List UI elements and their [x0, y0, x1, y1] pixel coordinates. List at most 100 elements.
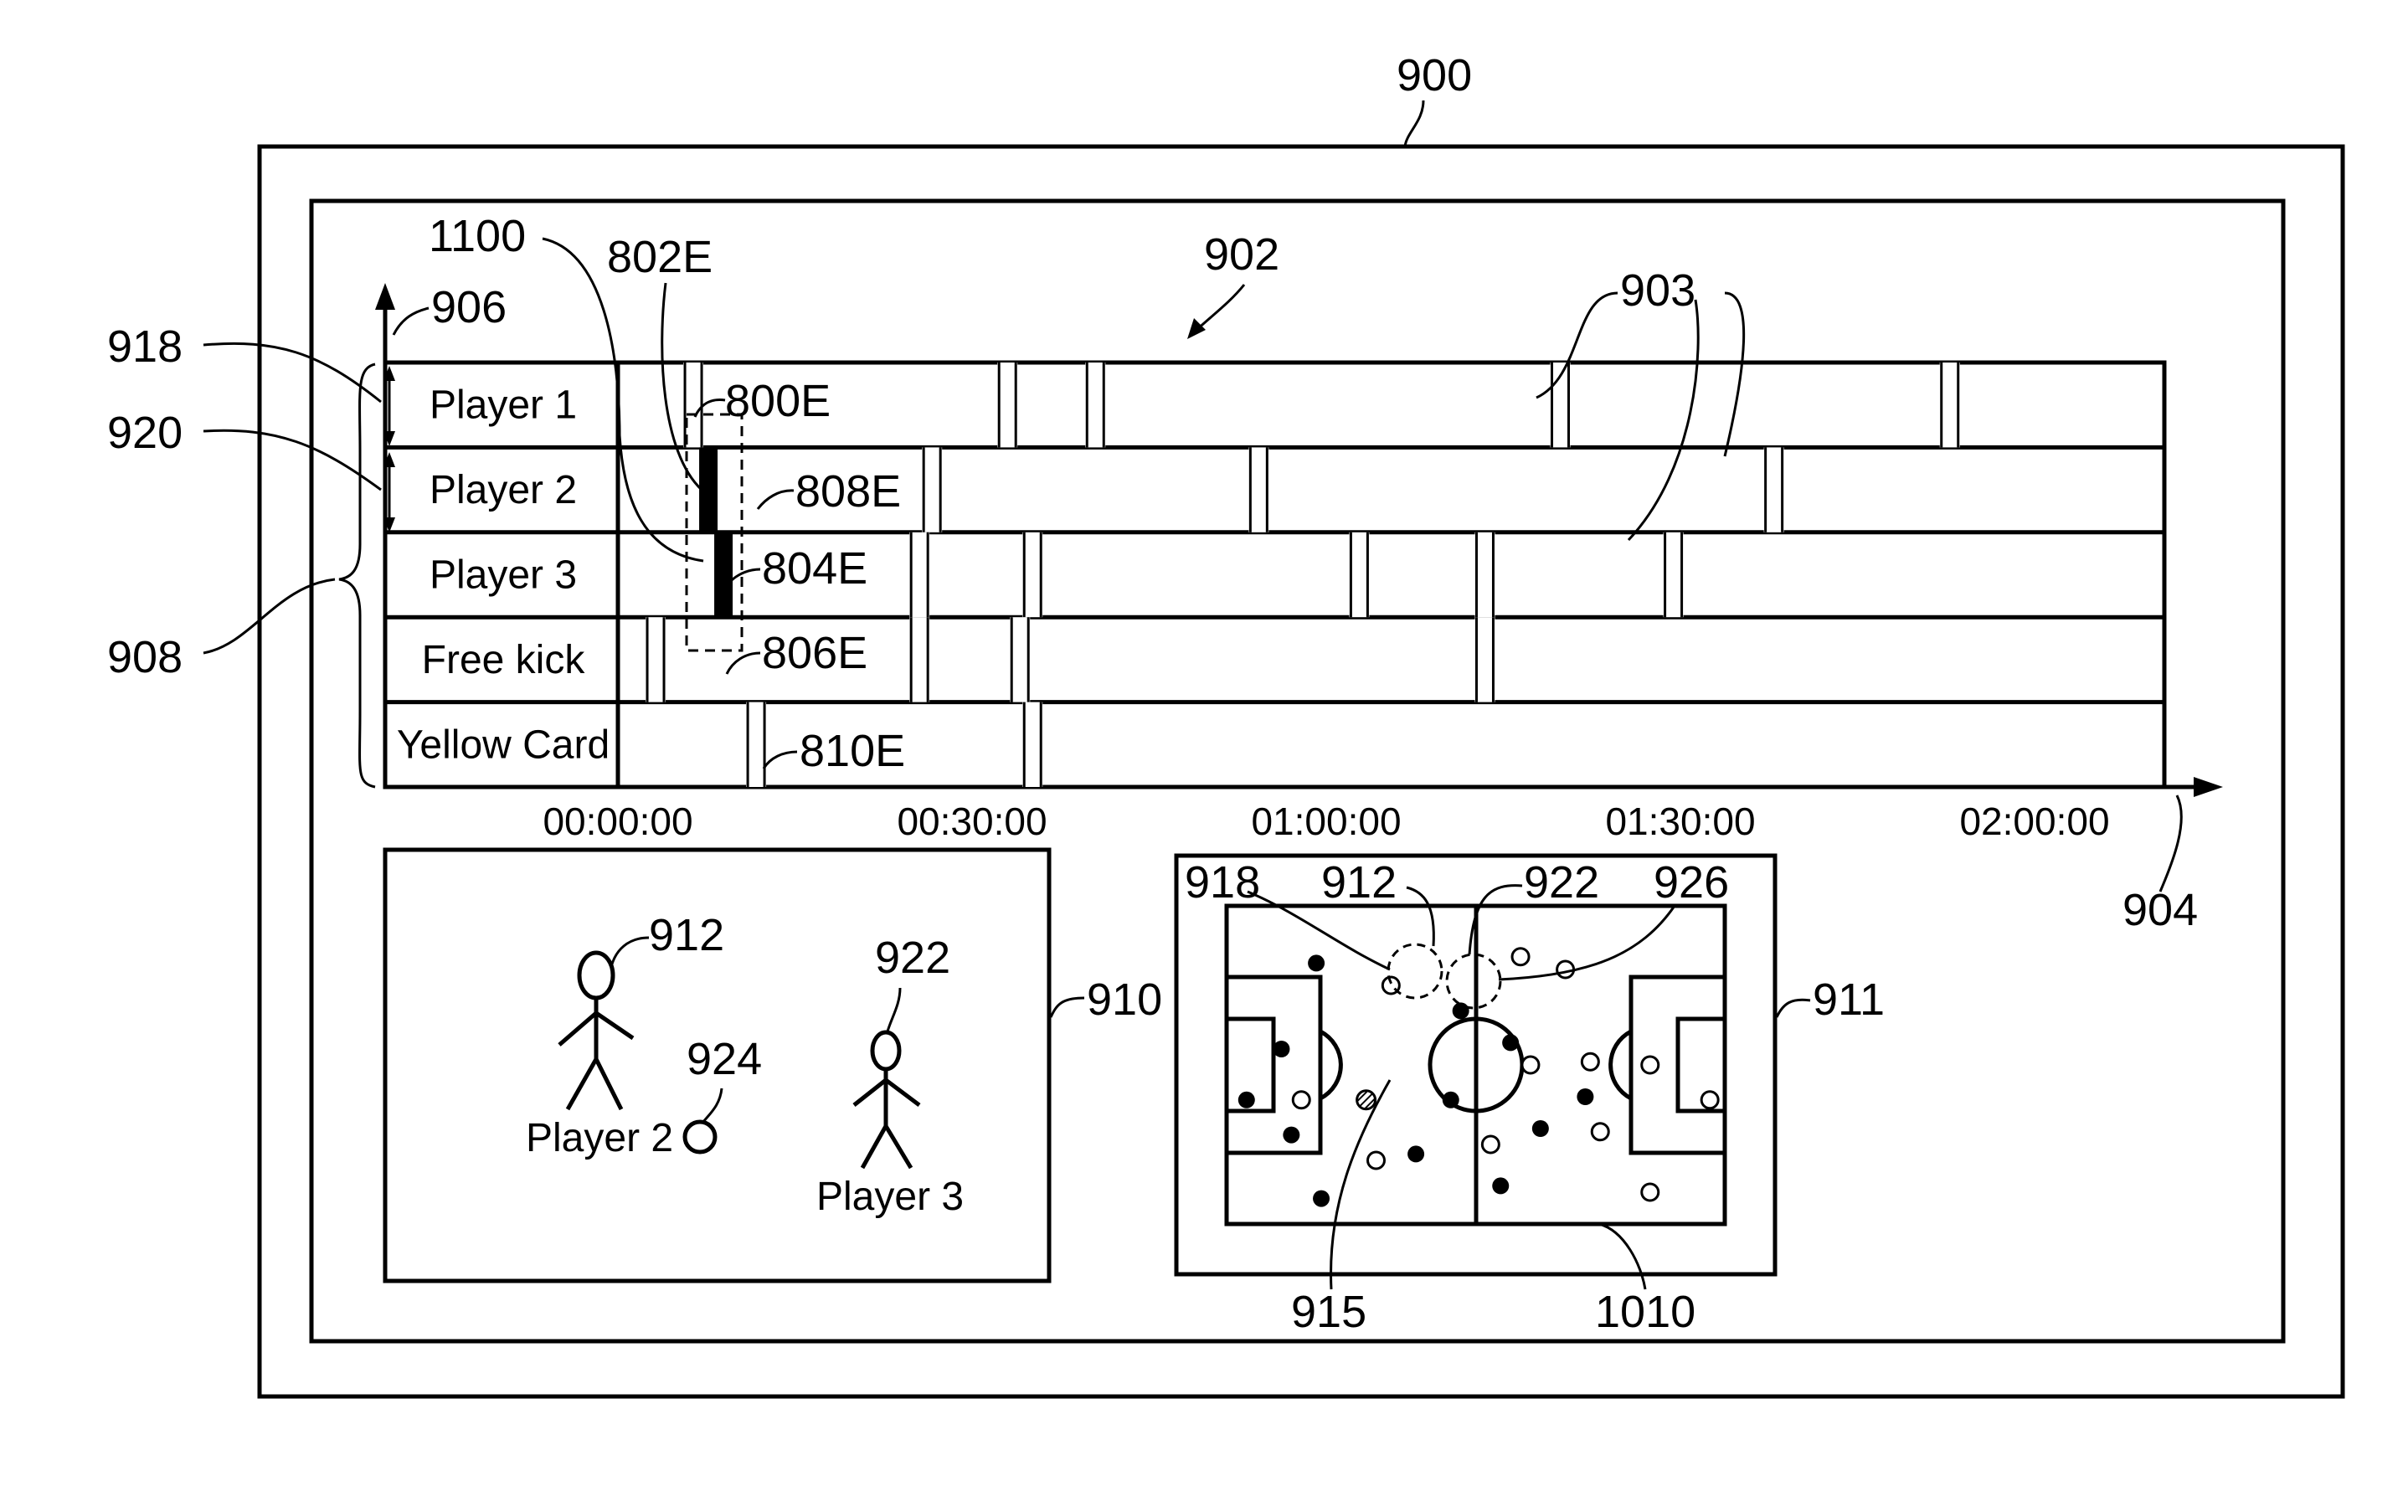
time-tick-label: 02:00:00 [1959, 800, 2109, 843]
leader-806E [727, 653, 760, 674]
leader-903-a [1536, 293, 1618, 398]
event-mark-gap [1940, 363, 1960, 447]
selected-event-mark [699, 447, 718, 532]
player-dot-open [1701, 1092, 1718, 1108]
event-mark-gap [1764, 447, 1784, 532]
display-frame-902 [311, 201, 2283, 1341]
leader-808E [758, 491, 794, 509]
pitch-left-arc [1320, 1031, 1340, 1098]
ref-804E: 804E [762, 543, 867, 594]
player-dot-filled [1283, 1127, 1299, 1144]
player-dot-open [1522, 1057, 1539, 1073]
horizontal-axis-arrowhead [2194, 777, 2223, 797]
ref-900: 900 [1397, 50, 1472, 100]
leader-918-row [203, 343, 381, 402]
leader-903-b [1628, 300, 1698, 540]
player-dot-open [1582, 1053, 1598, 1070]
event-mark-gap [1085, 363, 1105, 447]
player-dot-open [1592, 1124, 1608, 1140]
player-dot-filled [1443, 1092, 1459, 1108]
player-dot-filled [1492, 1177, 1509, 1194]
player-3-figure [854, 1032, 919, 1168]
ref-802E: 802E [607, 232, 713, 282]
event-mark-gap [1474, 617, 1495, 702]
pitch-right-arc [1611, 1031, 1631, 1098]
leader-912-pitch [1407, 887, 1433, 946]
player-dot-open [1642, 1184, 1659, 1201]
leader-906 [394, 308, 429, 335]
event-mark-gap [909, 532, 929, 617]
leader-902 [1196, 285, 1244, 331]
ball-924 [685, 1122, 715, 1152]
event-mark-gap [909, 617, 929, 702]
event-mark-gap [646, 617, 666, 702]
player-dot-open [1368, 1152, 1385, 1169]
event-mark-gap [1474, 532, 1495, 617]
event-mark-gap [1349, 532, 1369, 617]
arrowhead-902 [1187, 318, 1206, 339]
leader-912-camera [611, 938, 649, 967]
ref-911: 911 [1813, 975, 1885, 1025]
leader-922-camera [888, 988, 900, 1031]
ref-902: 902 [1204, 229, 1279, 280]
leader-920 [203, 430, 381, 490]
leader-910 [1051, 998, 1084, 1017]
time-tick-label: 01:00:00 [1251, 800, 1401, 843]
ref-922-pitch: 922 [1524, 857, 1599, 908]
event-mark-gap [1248, 447, 1268, 532]
player-dot-open [1293, 1092, 1309, 1108]
event-timeline: Player 1Player 2Player 3Free kickYellow … [385, 363, 2164, 843]
ref-912-pitch: 912 [1321, 857, 1397, 908]
time-tick-label: 00:00:00 [543, 800, 692, 843]
highlight-circle-922 [1447, 954, 1500, 1008]
ref-922-camera: 922 [875, 933, 950, 983]
player-3-label: Player 3 [816, 1175, 964, 1219]
camera-view-910: Player 2 912 924 Player 3 922 [385, 850, 1049, 1281]
player-dot-filled [1577, 1088, 1593, 1105]
ref-910: 910 [1087, 975, 1162, 1025]
event-mark-gap [1022, 702, 1042, 787]
timeline-row-label: Player 2 [430, 468, 577, 512]
vertical-axis-arrowhead [375, 283, 395, 310]
ref-915: 915 [1291, 1287, 1366, 1337]
player-dot-filled [1502, 1034, 1519, 1051]
timeline-row-label: Yellow Card [397, 723, 610, 767]
player-dot-filled [1407, 1145, 1424, 1162]
ref-904: 904 [2122, 885, 2198, 935]
event-mark-gap [1664, 532, 1684, 617]
timeline-frame [385, 363, 2164, 787]
highlight-circle-912 [1388, 944, 1442, 998]
player-2-figure [559, 953, 633, 1109]
timeline-row-label: Player 1 [430, 383, 577, 428]
ref-808E: 808E [795, 466, 901, 517]
leader-903-c [1725, 293, 1744, 456]
leader-911 [1777, 1000, 1810, 1017]
leader-810E [764, 752, 797, 769]
event-mark-gap [1022, 532, 1042, 617]
player-dot-filled [1273, 1041, 1289, 1057]
event-mark-gap [746, 702, 766, 787]
player-dot-filled [1313, 1191, 1330, 1207]
ref-926: 926 [1654, 857, 1729, 908]
leader-924 [703, 1088, 722, 1122]
brace-908 [339, 364, 375, 787]
ref-918-pitch: 918 [1185, 857, 1260, 908]
ref-810E: 810E [800, 726, 905, 776]
player-2-label: Player 2 [526, 1116, 673, 1160]
player-dot-open [1557, 961, 1574, 978]
player-dot-filled [1308, 954, 1325, 971]
player-dot-open [1482, 1136, 1499, 1153]
player-dot-open [1642, 1057, 1659, 1073]
ref-920: 920 [107, 408, 183, 458]
ref-903: 903 [1620, 265, 1695, 316]
player-dot-filled [1453, 1002, 1469, 1019]
leader-915 [1331, 1080, 1390, 1289]
ref-1010: 1010 [1595, 1287, 1695, 1337]
player-dot-filled [1238, 1092, 1255, 1108]
event-mark-gap [997, 363, 1017, 447]
time-tick-label: 00:30:00 [897, 800, 1047, 843]
ref-912-camera: 912 [649, 910, 724, 960]
timeline-row-label: Player 3 [430, 553, 577, 598]
leader-900 [1405, 100, 1423, 147]
